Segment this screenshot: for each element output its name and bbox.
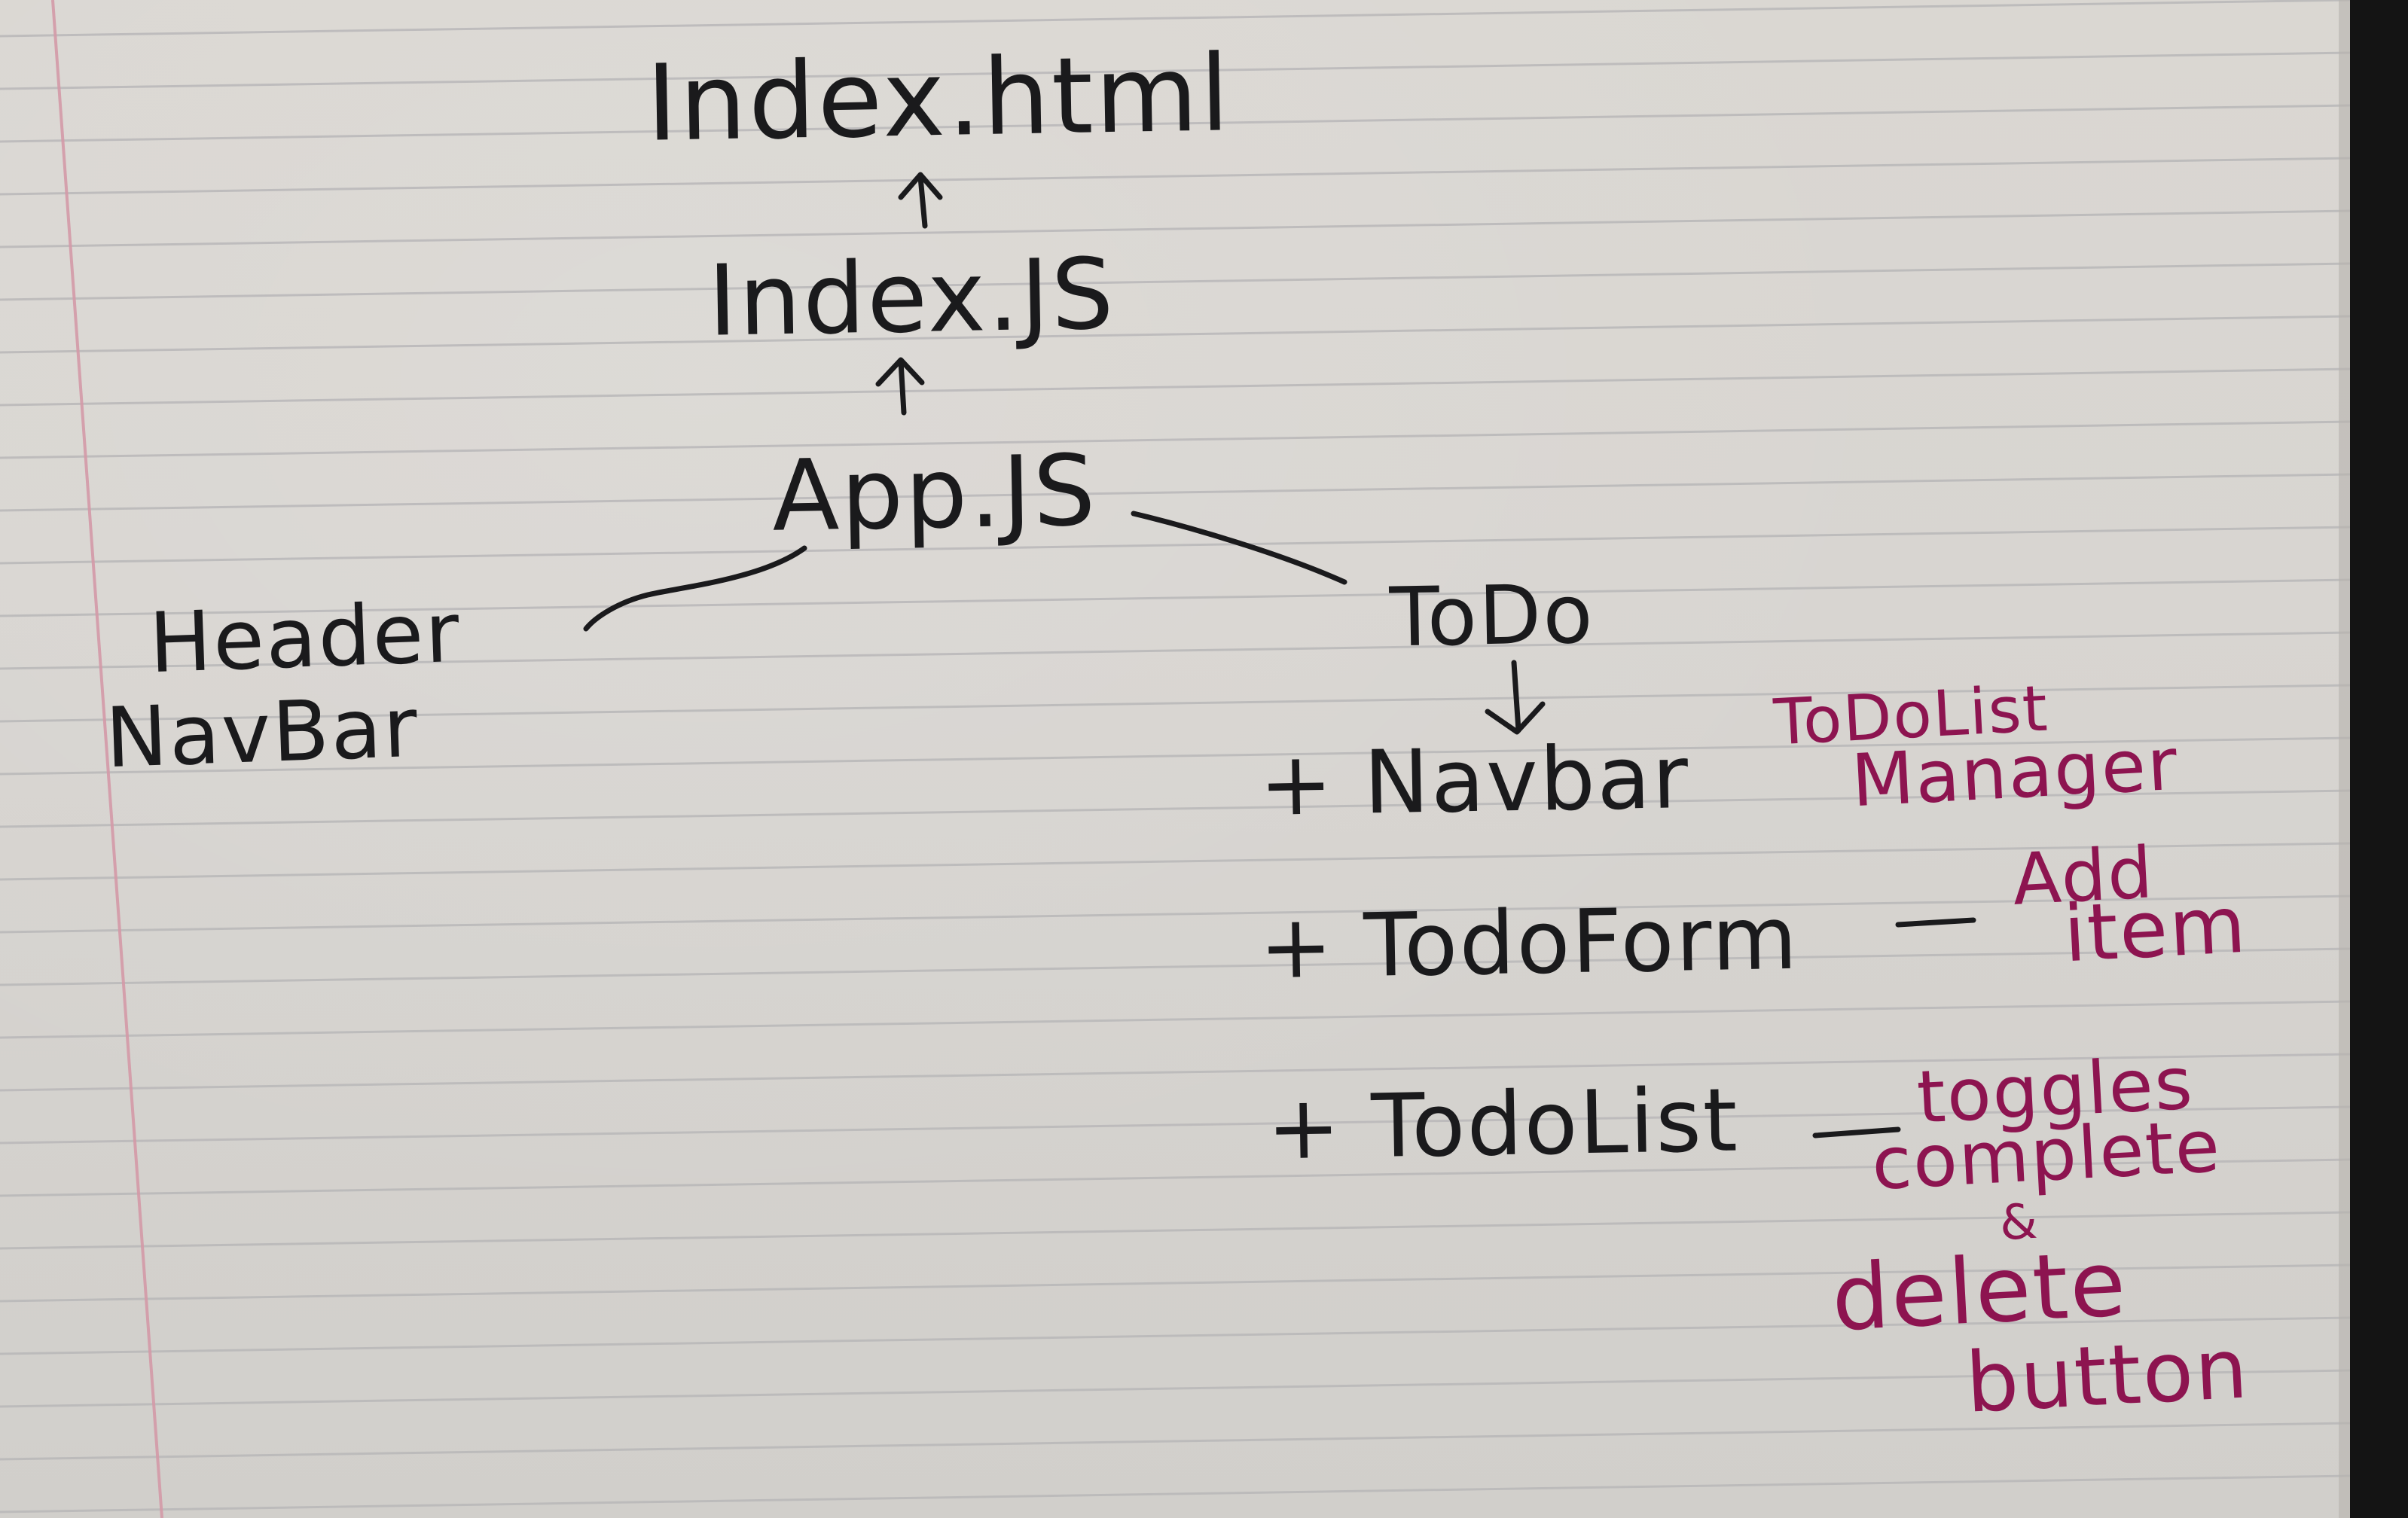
node-app-js: App.JS [771,433,1099,553]
note-todolist-line2: complete [1869,1103,2223,1207]
node-todo: ToDo [1388,567,1595,666]
note-todolist-line5: button [1963,1320,2252,1431]
margin-line [51,0,163,1518]
node-index-html: Index.html [645,32,1233,166]
node-todolist-child: + TodoList [1265,1069,1740,1180]
note-todoform-line2: item [2061,878,2250,980]
node-header: Header [147,584,462,692]
node-index-js: Index.JS [707,236,1117,358]
note-navbar-line2: Manager [1849,721,2181,824]
node-navbar-left: NavBar [103,678,421,787]
notebook-paper [0,0,2350,1518]
node-todoform-child: + TodoForm [1258,887,1800,999]
node-navbar-child: + Navbar [1258,727,1691,836]
